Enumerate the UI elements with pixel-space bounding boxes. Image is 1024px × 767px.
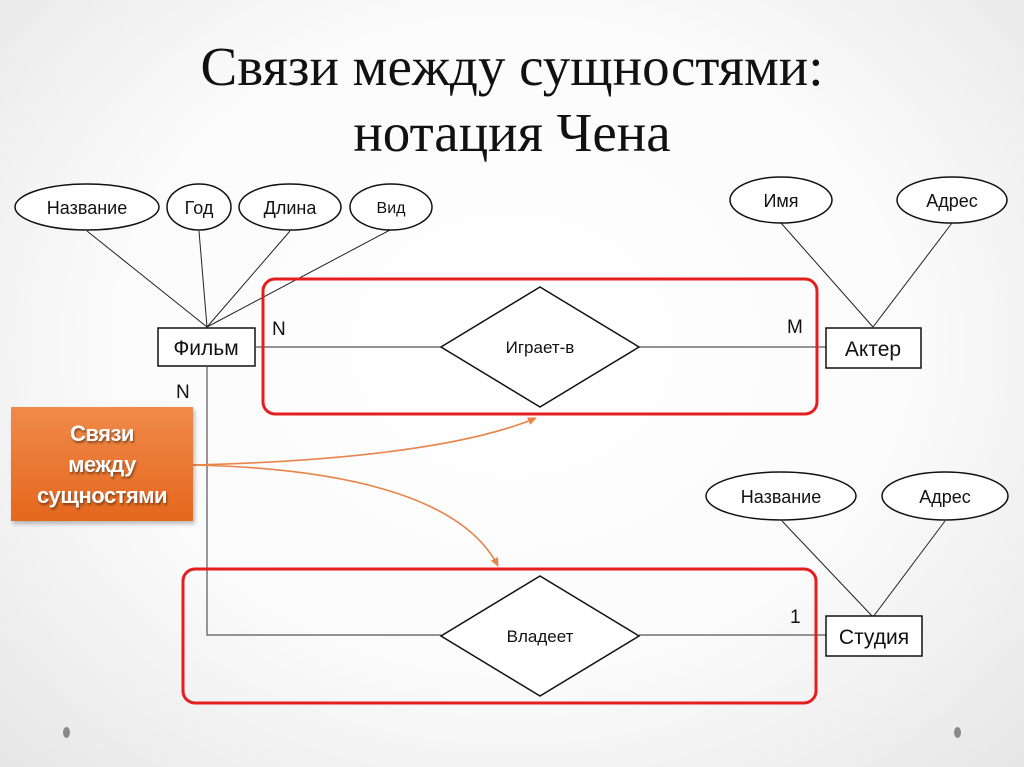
callout-arrow-owns bbox=[192, 464, 499, 567]
link-film-year bbox=[198, 230, 208, 328]
callout-line-2: между bbox=[68, 451, 136, 477]
title-line-2: нотация Чена bbox=[353, 102, 671, 163]
svg-text:Адрес: Адрес bbox=[919, 487, 971, 507]
svg-text:Адрес: Адрес bbox=[926, 191, 978, 211]
cardinality-film-owns: N bbox=[176, 382, 190, 403]
attr-film-year: Год bbox=[166, 183, 232, 231]
cardinality-film-plays-in: N bbox=[272, 319, 286, 340]
svg-text:Актер: Актер bbox=[845, 338, 901, 361]
cardinality-studio-owns: 1 bbox=[790, 607, 801, 628]
attr-film-length: Длина bbox=[238, 183, 342, 231]
svg-text:Студия: Студия bbox=[839, 626, 909, 649]
link-film-title bbox=[86, 230, 208, 328]
svg-text:Играет-в: Играет-в bbox=[506, 338, 575, 357]
svg-text:Длина: Длина bbox=[264, 198, 318, 218]
link-studio-address bbox=[872, 520, 946, 618]
attr-studio-title: Название bbox=[705, 471, 857, 521]
line-film-owns bbox=[206, 367, 441, 636]
link-actor-name bbox=[780, 222, 874, 328]
callout-relationships-label: Связи между сущностями bbox=[11, 407, 193, 521]
svg-text:Название: Название bbox=[47, 198, 127, 218]
decorative-dot-left bbox=[63, 727, 70, 738]
callout-line-1: Связи bbox=[70, 420, 134, 446]
relationship-owns: Владеет bbox=[439, 575, 641, 697]
callout-line-3: сущностями bbox=[36, 482, 168, 508]
decorative-dot-right bbox=[954, 727, 961, 738]
link-actor-address bbox=[872, 222, 953, 328]
attr-studio-address: Адрес bbox=[881, 471, 1009, 521]
attr-actor-address: Адрес bbox=[896, 176, 1008, 224]
attr-film-type: Вид bbox=[349, 183, 433, 231]
highlight-frame-plays-in bbox=[261, 277, 819, 416]
slide-title: Связи между сущностями: нотация Чена bbox=[0, 34, 1024, 166]
svg-text:Фильм: Фильм bbox=[173, 337, 238, 360]
link-film-length bbox=[206, 230, 291, 328]
entity-actor: Актер bbox=[825, 327, 922, 369]
callout-arrow-plays-in bbox=[192, 417, 537, 466]
link-studio-title bbox=[781, 520, 874, 618]
cardinality-actor-plays-in: M bbox=[787, 317, 803, 338]
attr-actor-name: Имя bbox=[729, 176, 833, 224]
title-line-1: Связи между сущностями: bbox=[200, 36, 824, 97]
entity-film: Фильм bbox=[157, 327, 256, 367]
relationship-plays-in: Играет-в bbox=[439, 286, 641, 408]
svg-text:Год: Год bbox=[185, 198, 214, 218]
highlight-frame-owns bbox=[181, 567, 818, 705]
entity-studio: Студия bbox=[825, 615, 923, 657]
svg-text:Имя: Имя bbox=[763, 191, 798, 211]
svg-text:Владеет: Владеет bbox=[507, 627, 574, 646]
svg-text:Вид: Вид bbox=[377, 200, 407, 217]
svg-text:Название: Название bbox=[741, 487, 821, 507]
attr-film-title: Название bbox=[14, 183, 160, 231]
